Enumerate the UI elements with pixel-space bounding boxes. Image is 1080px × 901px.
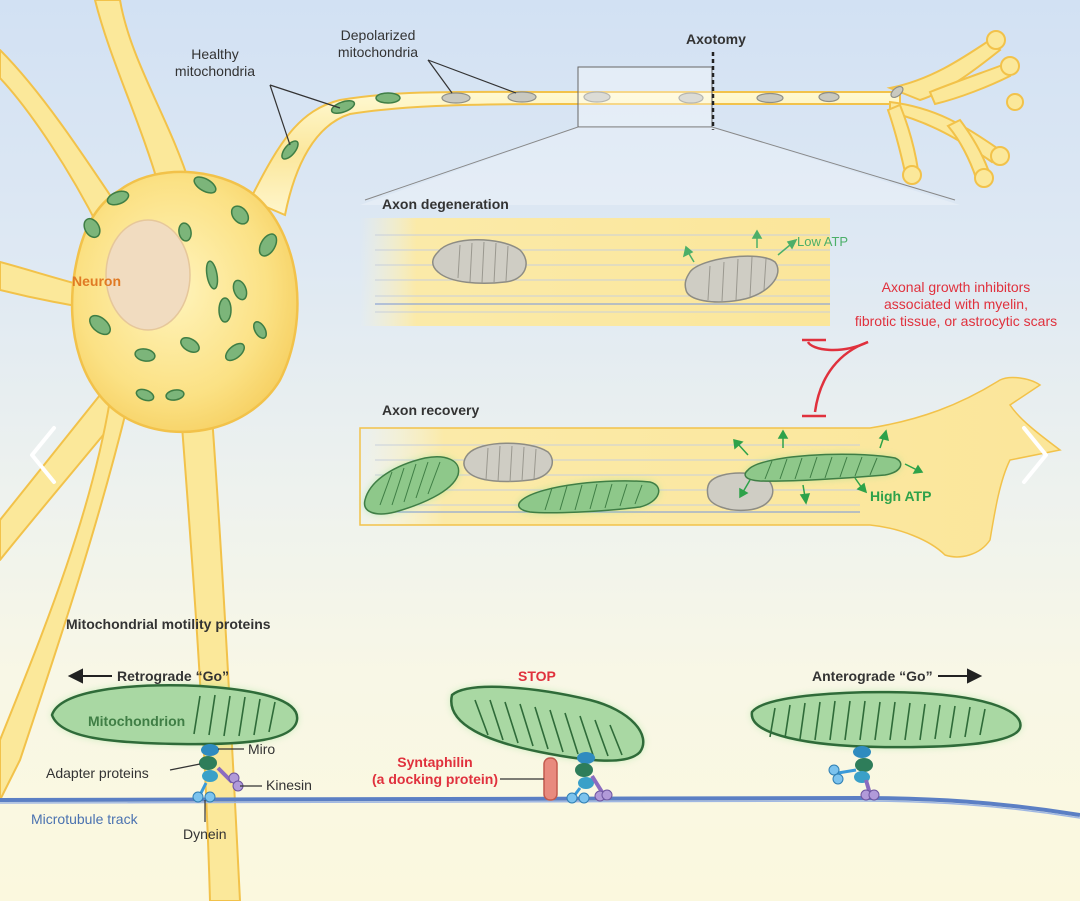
axon-recovery-title: Axon recovery: [382, 402, 480, 418]
motility-mitochondria: [50, 684, 1022, 762]
syntaphilin-label: Syntaphilin (a docking protein): [372, 754, 498, 787]
axon-terminal-boutons: [902, 30, 1024, 188]
recovery-healthy-mitochondria: [363, 453, 902, 515]
low-atp-label: Low ATP: [797, 234, 849, 249]
nucleus: [105, 219, 191, 331]
axotomy-label: Axotomy: [686, 31, 746, 47]
adapter-proteins-label: Adapter proteins: [46, 765, 149, 781]
axon-degeneration-title: Axon degeneration: [382, 196, 509, 212]
microtubule-track-label: Microtubule track: [31, 811, 138, 827]
motility-section: [0, 668, 1080, 822]
next-slide-button[interactable]: [1016, 420, 1056, 490]
microtubule-track: [0, 795, 1080, 817]
anterograde-label: Anterograde “Go”: [812, 668, 933, 684]
miro-label: Miro: [248, 741, 276, 757]
soma-mitochondria: [83, 176, 278, 402]
zoom-region: [577, 66, 713, 128]
kinesin-label: Kinesin: [266, 777, 312, 793]
high-atp-label: High ATP: [870, 488, 932, 504]
high-atp-arrows: [733, 429, 924, 505]
axon-healthy-mitochondria: [281, 92, 401, 160]
neuron-label: Neuron: [72, 273, 121, 289]
syntaphilin-protein: [543, 757, 558, 801]
depolarized-mitochondria-label: Depolarized mitochondria: [337, 27, 419, 60]
axon-degeneration-panel: [360, 218, 830, 326]
healthy-mitochondria-label: Healthy mitochondria: [174, 46, 256, 79]
chevron-right-icon: [1022, 426, 1048, 484]
neuron: [0, 0, 1024, 901]
inhibition-symbol: [802, 338, 869, 418]
dynein-label: Dynein: [183, 826, 227, 842]
low-atp-arrows: [682, 229, 798, 263]
axon-depolarized-mitochondria: [441, 85, 904, 104]
callout-lines: [269, 59, 517, 146]
chevron-left-icon: [30, 426, 56, 484]
mitochondrion-label: Mitochondrion: [88, 713, 186, 729]
retrograde-label: Retrograde “Go”: [117, 668, 230, 684]
axon-recovery-panel: [359, 376, 1062, 558]
motor-complex-anterograde: [828, 746, 880, 801]
previous-slide-button[interactable]: [22, 420, 62, 490]
stop-label: STOP: [518, 668, 556, 684]
motility-proteins-title: Mitochondrial motility proteins: [66, 616, 271, 632]
right-arrow-icon: [967, 668, 983, 684]
growth-inhibitors-label: Axonal growth inhibitors associated with…: [854, 279, 1058, 329]
motor-complex-stop: [543, 752, 613, 804]
left-arrow-icon: [67, 668, 83, 684]
motor-complex-retrograde: [192, 744, 244, 803]
